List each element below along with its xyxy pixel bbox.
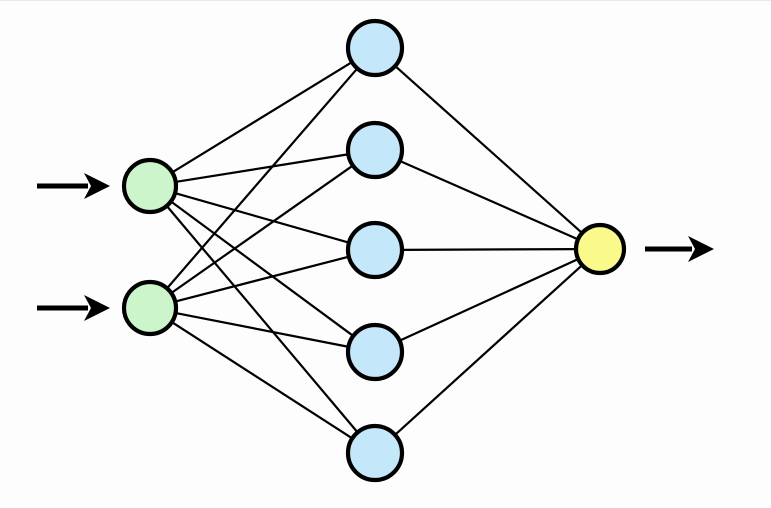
output-layer-node-1[interactable] bbox=[573, 222, 627, 276]
node-circle-h3[interactable] bbox=[345, 220, 405, 280]
top-divider bbox=[0, 0, 771, 1]
out-arrow-1-icon bbox=[645, 236, 714, 262]
edge-i2-h1 bbox=[165, 66, 360, 291]
edge-h4-o1 bbox=[397, 257, 581, 343]
out-arrow-1-head bbox=[688, 236, 714, 262]
in-arrow-2-head bbox=[84, 295, 110, 321]
edge-i2-h2 bbox=[169, 163, 355, 295]
hidden-layer-node-5[interactable] bbox=[345, 423, 405, 483]
edge-i1-h3 bbox=[172, 191, 352, 244]
node-circle-i2[interactable] bbox=[121, 279, 179, 337]
input-layer-node-1[interactable] bbox=[121, 157, 179, 215]
input-layer-node-2[interactable] bbox=[121, 279, 179, 337]
edges-group bbox=[165, 60, 585, 441]
in-arrow-1-icon bbox=[37, 173, 110, 199]
node-circle-h4[interactable] bbox=[345, 322, 405, 382]
edge-h3-o1 bbox=[399, 248, 579, 251]
in-arrow-1-head bbox=[84, 173, 110, 199]
node-circle-h2[interactable] bbox=[345, 120, 405, 180]
arrows-group bbox=[37, 173, 714, 321]
in-arrow-2-icon bbox=[37, 295, 110, 321]
node-circle-o1[interactable] bbox=[573, 222, 627, 276]
edge-h1-o1 bbox=[393, 64, 584, 235]
edge-i1-h2 bbox=[173, 153, 351, 184]
edge-h5-o1 bbox=[393, 263, 585, 437]
edge-i1-h1 bbox=[170, 60, 354, 175]
edge-h2-o1 bbox=[397, 159, 581, 241]
nodes-group bbox=[121, 18, 627, 483]
node-circle-i1[interactable] bbox=[121, 157, 179, 215]
node-circle-h1[interactable] bbox=[345, 18, 405, 78]
edge-i2-h3 bbox=[173, 255, 351, 303]
edge-i1-h4 bbox=[169, 199, 356, 338]
node-circle-h5[interactable] bbox=[345, 423, 405, 483]
edge-i2-h4 bbox=[173, 311, 351, 349]
hidden-layer-node-1[interactable] bbox=[345, 18, 405, 78]
edge-i2-h5 bbox=[169, 320, 355, 441]
hidden-layer-node-3[interactable] bbox=[345, 220, 405, 280]
hidden-layer-node-4[interactable] bbox=[345, 322, 405, 382]
edge-i1-h5 bbox=[165, 204, 360, 435]
hidden-layer-node-2[interactable] bbox=[345, 120, 405, 180]
